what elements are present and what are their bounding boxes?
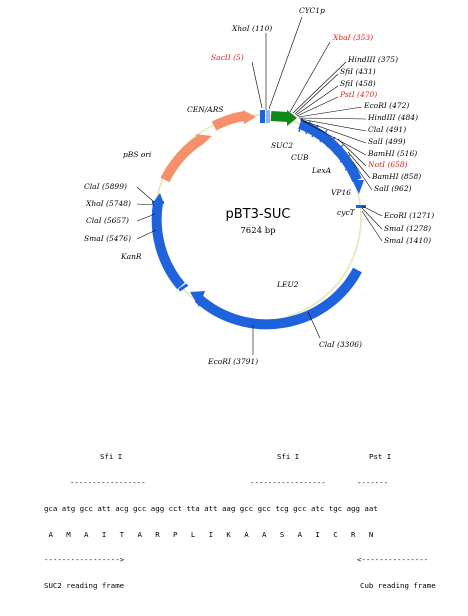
feature-arrow-pbs-ori bbox=[196, 134, 212, 146]
feature-arc-cen-ars bbox=[211, 111, 245, 131]
plasmid-name: pBT3-SUC bbox=[226, 207, 291, 222]
site-clai-491: ClaI (491) bbox=[368, 125, 406, 134]
sequence-dash-3: ------- bbox=[357, 477, 389, 487]
plasmid-map: pBT3-SUC 7624 bp CEN/ARS pBS ori SUC2 CU… bbox=[84, 6, 434, 366]
feature-label-pbs-ori: pBS ori bbox=[123, 150, 152, 159]
site-xhoi-110: XhoI (110) bbox=[231, 24, 272, 33]
site-leaders-top bbox=[251, 16, 383, 242]
site-hindiii-484: HindIII (484) bbox=[367, 113, 418, 122]
site-smai-1410: SmaI (1410) bbox=[384, 236, 431, 245]
site-bamhi-858: BamHI (858) bbox=[371, 172, 421, 181]
site-hindiii-375: HindIII (375) bbox=[347, 55, 398, 64]
sequence-protein-row: A M A I T A R P L I K A A S A I C R N bbox=[44, 530, 373, 540]
site-mark-cyct bbox=[356, 205, 366, 208]
sequence-frame-right-label: Cub reading frame bbox=[360, 581, 436, 591]
feature-label-leu2: LEU2 bbox=[276, 280, 299, 289]
site-xhoi-5748: XhoI (5748) bbox=[85, 199, 131, 208]
site-clai-5657: ClaI (5657) bbox=[86, 216, 129, 225]
sequence-enzyme-psti: Pst I bbox=[369, 452, 392, 462]
site-smai-1278: SmaI (1278) bbox=[384, 224, 431, 233]
site-smai-5476: SmaI (5476) bbox=[84, 234, 131, 243]
sequence-frame-left-arrow: -----------------> bbox=[44, 555, 125, 565]
site-xbai-353: XbaI (353) bbox=[332, 33, 373, 42]
site-ecori-1271: EcoRI (1271) bbox=[383, 211, 434, 220]
site-sfii-431: SfiI (431) bbox=[340, 67, 376, 76]
site-sali-499: SalI (499) bbox=[368, 137, 406, 146]
sequence-dna: gca atg gcc att acg gcc agg cct tta att … bbox=[44, 503, 378, 513]
feature-label-lexa: LexA bbox=[311, 166, 332, 175]
site-clai-5899: ClaI (5899) bbox=[84, 182, 127, 191]
site-sacii-5: SacII (5) bbox=[211, 53, 244, 62]
sequence-dash-1: ----------------- bbox=[70, 477, 146, 487]
sequence-protein: A M A I T A R P L I K A A S A I C R N bbox=[44, 529, 374, 539]
plasmid-size: 7624 bp bbox=[240, 226, 276, 236]
site-psti-470: PstI (470) bbox=[339, 90, 377, 99]
feature-arc-kanr bbox=[151, 202, 185, 290]
site-sali-962: SalI (962) bbox=[374, 184, 412, 193]
site-leaders-bottom bbox=[252, 311, 321, 355]
feature-arc-leu2 bbox=[194, 267, 362, 330]
sequence-enzyme-sfii-1: Sfi I bbox=[100, 452, 123, 462]
feature-arc-pbs-ori bbox=[160, 135, 203, 183]
feature-arrow-suc2 bbox=[287, 110, 297, 126]
feature-label-cyc1p: CYC1p bbox=[299, 6, 325, 15]
feature-arrow-cen-ars bbox=[243, 110, 256, 124]
feature-cyc1p bbox=[260, 110, 265, 123]
site-sfii-458: SfiI (458) bbox=[340, 79, 376, 88]
feature-label-kanr: KanR bbox=[120, 252, 142, 261]
sequence-dna-row: gca atg gcc att acg gcc agg cct tta att … bbox=[44, 504, 378, 514]
site-leaders-left bbox=[136, 186, 157, 240]
sequence-frame-right-arrow: <--------------- bbox=[357, 555, 429, 565]
feature-arrow-vp16 bbox=[352, 180, 364, 194]
sequence-frame-label-row: SUC2 reading frame Cub reading frame bbox=[44, 581, 436, 591]
feature-label-suc2: SUC2 bbox=[271, 141, 293, 150]
feature-label-cub: CUB bbox=[291, 153, 309, 162]
feature-cyc1p-b bbox=[266, 110, 270, 123]
site-ecori-472: EcoRI (472) bbox=[363, 101, 409, 110]
site-mark-left bbox=[152, 201, 164, 204]
feature-label-cen-ars: CEN/ARS bbox=[187, 105, 224, 114]
feature-arc-suc2 bbox=[270, 111, 289, 122]
sequence-frame-arrow-row: -----------------> <--------------- bbox=[44, 556, 428, 565]
sequence-dash-2: ----------------- bbox=[250, 477, 326, 487]
site-bamhi-516: BamHI (516) bbox=[367, 149, 417, 158]
site-ecori-3791: EcoRI (3791) bbox=[207, 357, 258, 366]
site-noti-658: NotI (658) bbox=[367, 160, 408, 169]
feature-label-vp16: VP16 bbox=[331, 188, 351, 197]
sequence-frame-left-label: SUC2 reading frame bbox=[44, 581, 125, 591]
sequence-dash-row: ----------------- ----------------- ----… bbox=[44, 478, 388, 488]
sequence-enzyme-sfii-2: Sfi I bbox=[277, 452, 300, 462]
feature-arrow-leu2 bbox=[190, 291, 205, 307]
site-clai-3306: ClaI (3306) bbox=[319, 340, 362, 349]
site-mark-bottom bbox=[178, 283, 189, 292]
feature-label-cyct: cycT bbox=[337, 208, 356, 217]
sequence-enzyme-row: Sfi I Sfi I Pst I bbox=[44, 453, 391, 462]
